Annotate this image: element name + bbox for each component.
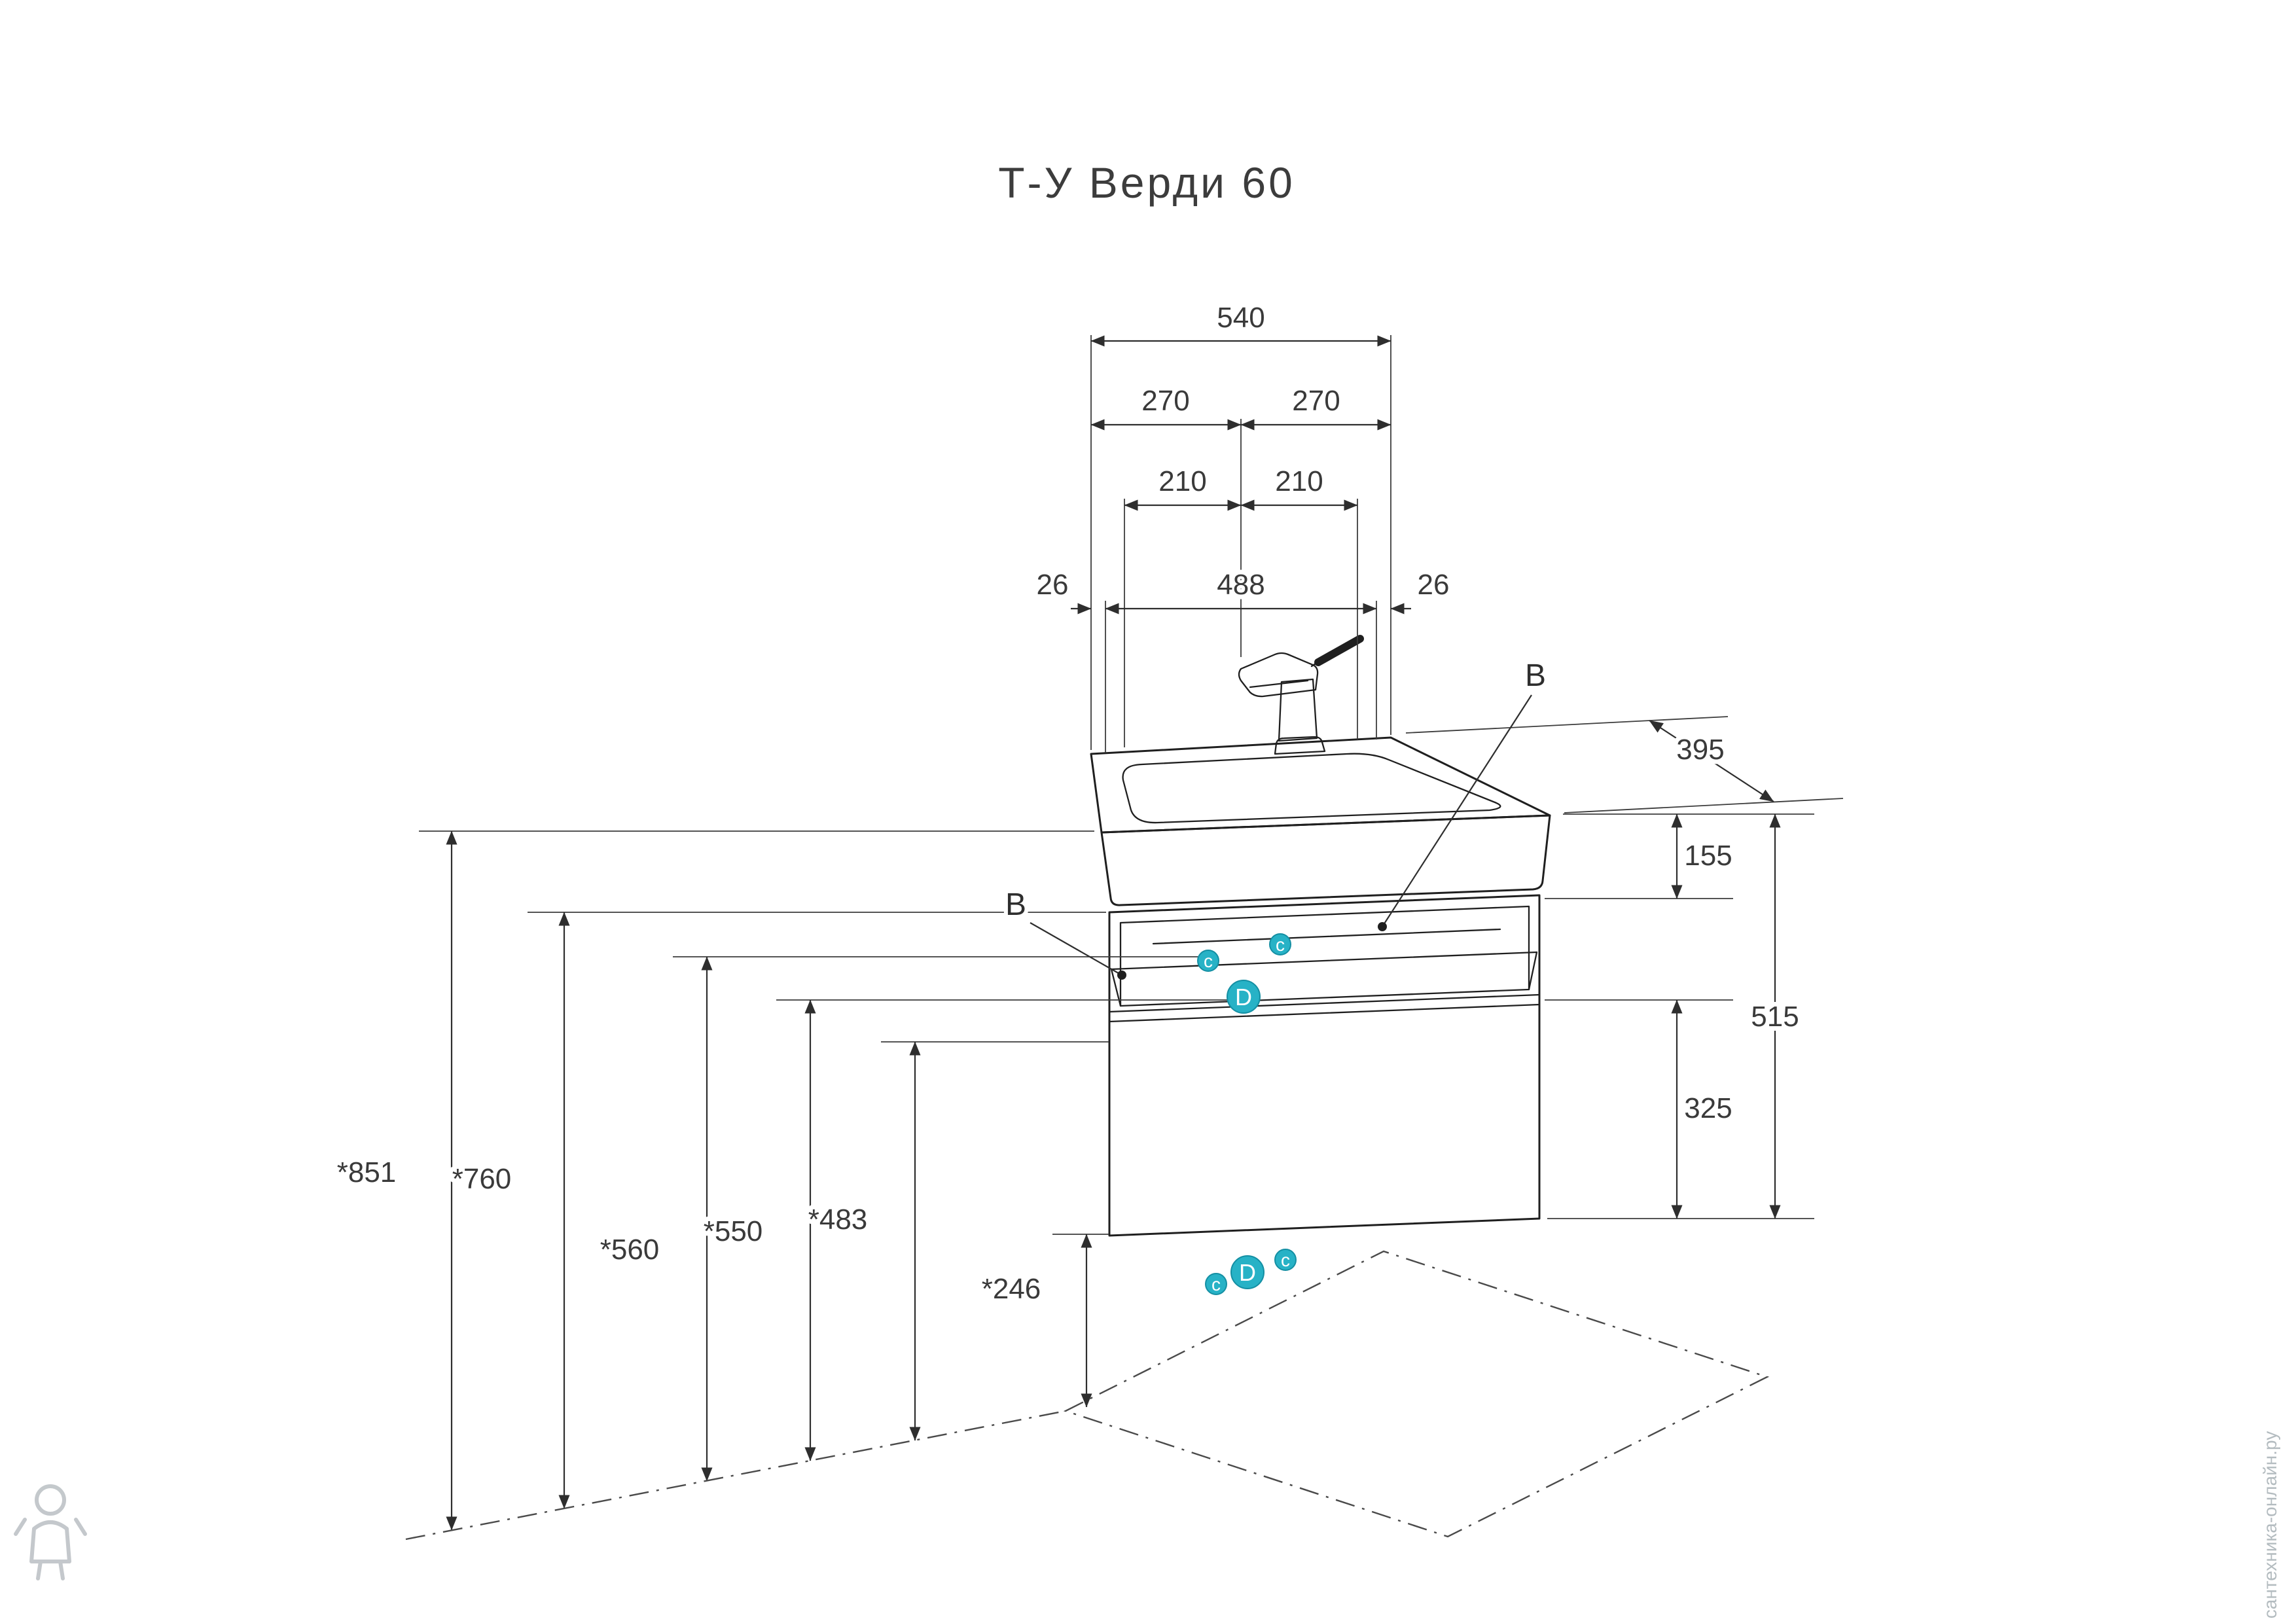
fastener-d-label: D: [1239, 1259, 1256, 1286]
dim-label-between: 488: [1217, 569, 1265, 601]
sink-front-face: [1100, 814, 1551, 906]
section-callouts: B B: [1001, 654, 1550, 980]
watermark-logo: [14, 1484, 87, 1580]
leader-dot: [1117, 971, 1126, 980]
dim-label-edge-right: 26: [1418, 569, 1450, 601]
dim-label-h760: *760: [452, 1163, 512, 1195]
floor-line: [405, 1410, 1066, 1541]
dim-label-edge-left: 26: [1037, 569, 1069, 601]
watermark-site: сантехника-онлайн.ру: [2260, 1431, 2280, 1618]
faucet-lever: [1314, 635, 1364, 666]
drawer-groove: [1108, 993, 1541, 1023]
dim-label-overall: 540: [1217, 302, 1265, 334]
dim-label-h246: *246: [982, 1273, 1041, 1305]
dim-label-cabinet-height: 515: [1751, 1001, 1799, 1033]
ext-line: [1405, 716, 1729, 734]
cabinet-front: [1108, 894, 1541, 1237]
fastener-markers: c c D c D c: [1197, 933, 1297, 1295]
dim-label-half-right: 270: [1292, 385, 1340, 417]
height-dimensions: *851 *760 *560 *550 *483 *246: [332, 830, 1232, 1531]
floor-footprint: [1063, 1250, 1770, 1538]
dim-label-offset-right: 210: [1275, 465, 1323, 497]
dim-label-half-left: 270: [1141, 385, 1189, 417]
dim-label-basin-height: 155: [1684, 840, 1732, 872]
leader-dot: [1378, 922, 1387, 931]
fastener-d-marker: [1227, 980, 1261, 1014]
dim-label-drawer-front: 325: [1684, 1092, 1732, 1124]
fastener-d-marker: [1230, 1255, 1265, 1289]
fastener-d-label: D: [1235, 984, 1252, 1010]
fastener-c-marker: [1197, 950, 1219, 972]
faucet: [1238, 635, 1364, 755]
dim-depth: [1649, 720, 1774, 802]
dim-label-h560: *560: [600, 1234, 660, 1266]
fastener-c-label: c: [1276, 935, 1285, 955]
leader-line: [1030, 922, 1122, 976]
fastener-c-label: c: [1211, 1274, 1221, 1294]
right-dimensions: 395 155 325 515: [1405, 716, 1844, 1219]
fastener-c-marker: [1269, 933, 1291, 955]
dim-label-offset-left: 210: [1158, 465, 1206, 497]
fastener-c-label: c: [1204, 951, 1213, 971]
vanity-drawing: [1090, 635, 1551, 1237]
dim-label-h483: *483: [808, 1204, 868, 1236]
dim-label-h851: *851: [337, 1156, 397, 1188]
fastener-c-label: c: [1281, 1250, 1290, 1270]
fastener-c-marker: [1205, 1273, 1227, 1295]
leader-line: [1382, 694, 1532, 927]
cabinet-niche: [1110, 905, 1538, 1007]
callout-b-right: B: [1525, 658, 1546, 693]
dim-label-h550: *550: [704, 1215, 763, 1247]
fastener-c-marker: [1274, 1249, 1297, 1271]
drawing-title: Т-У Верди 60: [998, 158, 1295, 207]
dim-label-depth: 395: [1676, 734, 1724, 766]
floor-projection: [405, 1250, 1770, 1541]
sink-basin-outline: [1122, 753, 1501, 824]
ext-line: [1564, 798, 1844, 813]
top-dimensions: 540 270 270 210 210 26 488 26: [1032, 297, 1454, 753]
callout-b-left: B: [1005, 887, 1026, 922]
